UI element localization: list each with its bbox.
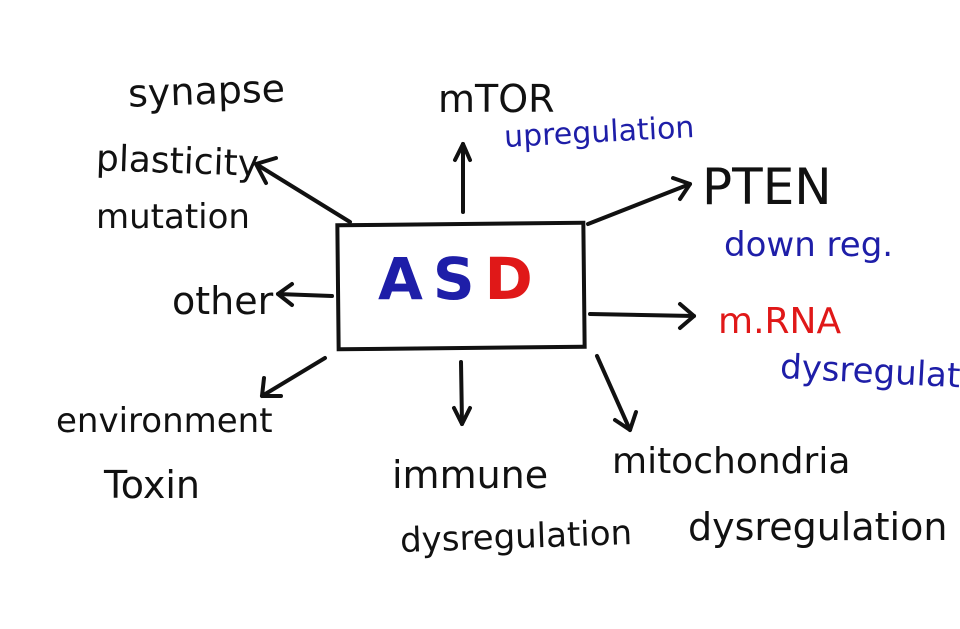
mitochondria-dysregulation-label: dysregulation: [688, 505, 948, 549]
arrow-environment: [260, 356, 327, 398]
arrow-pten: [586, 176, 692, 226]
toxin-label: Toxin: [104, 463, 200, 507]
arrow-mitochondria: [595, 354, 638, 432]
pten-label: PTEN: [702, 158, 832, 216]
immune-dysregulation-label: dysregulation: [399, 512, 633, 562]
arrow-immune: [452, 360, 472, 426]
pten-note: down reg.: [724, 225, 894, 265]
asd-letter-s: S: [432, 245, 485, 313]
arrow-mirna: [588, 302, 696, 330]
mitochondria-label: mitochondria: [612, 441, 851, 482]
asd-letter-a: A: [378, 245, 433, 313]
asd-label: ASD: [378, 250, 543, 308]
other-label: other: [172, 279, 274, 323]
environment-label: environment: [56, 401, 273, 441]
asd-letter-d: D: [484, 245, 543, 313]
mtor-label: mTOR: [438, 77, 555, 121]
arrow-mtor: [453, 142, 472, 214]
mirna-label: m.RNA: [718, 301, 842, 342]
synapse-label: synapse: [127, 66, 286, 116]
immune-label: immune: [392, 453, 549, 497]
mutation-label: mutation: [96, 197, 250, 237]
plasticity-label: plasticity: [95, 138, 260, 185]
arrow-synapse: [254, 156, 352, 224]
arrow-other: [276, 282, 334, 307]
